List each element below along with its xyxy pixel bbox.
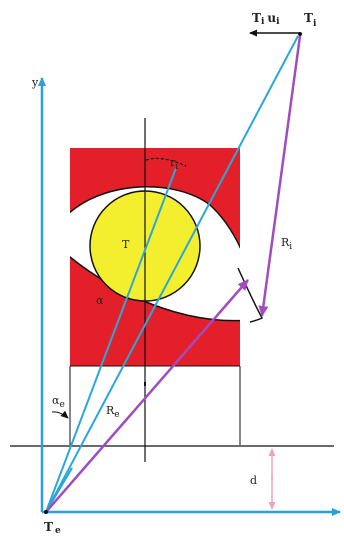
t-center-label: T: [122, 238, 130, 251]
ray-te-to-ti: [45, 35, 299, 513]
lower-box: [69, 365, 241, 445]
ray-te-short: [45, 467, 73, 513]
eyelid-curve: [237, 267, 264, 323]
vector-Re: [45, 279, 249, 513]
Ri-label: Ri: [281, 236, 292, 252]
alpha-e-arc: [51, 410, 69, 419]
ray-through-eye: [45, 167, 177, 513]
alpha-label: α: [96, 294, 104, 307]
point-Te: [44, 510, 48, 514]
d-label: d: [250, 474, 257, 487]
point-Ti: [298, 32, 302, 36]
alpha-e-label: αe: [52, 394, 65, 410]
Re-label: Re: [106, 404, 120, 420]
y-axis-label: y: [31, 76, 39, 89]
ti-label: Ti: [304, 11, 317, 29]
ri-arc: [145, 157, 187, 167]
ri-label: ri: [170, 156, 178, 172]
vector-Ri: [258, 35, 302, 317]
